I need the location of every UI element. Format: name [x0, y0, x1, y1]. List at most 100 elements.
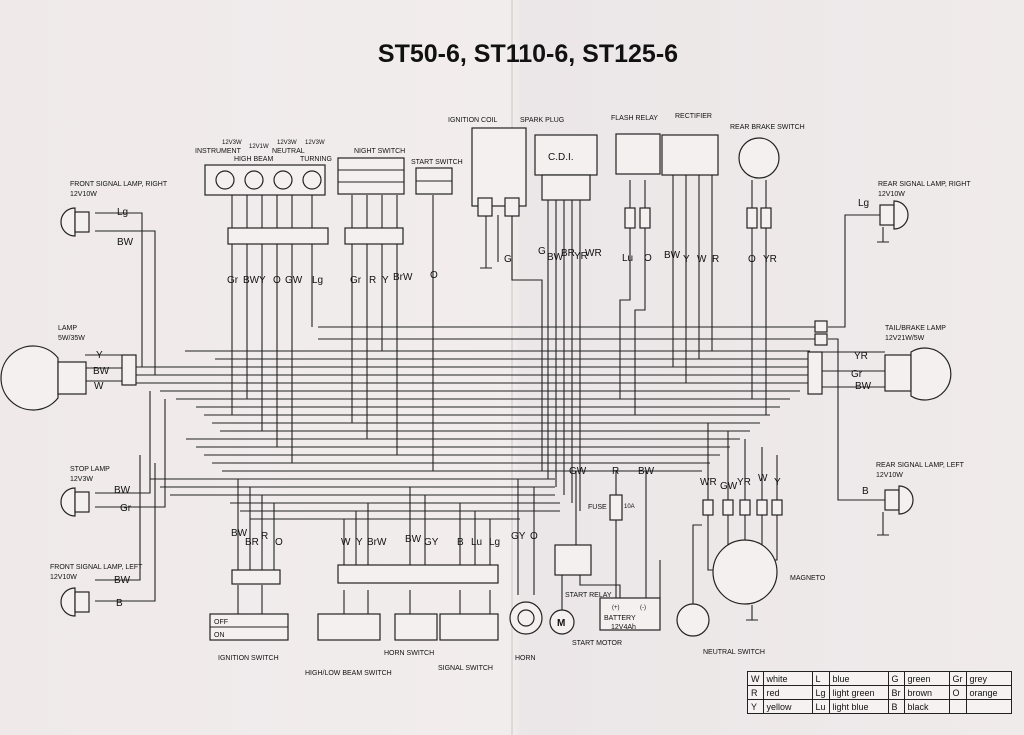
neutral-switch-label: NEUTRAL SWITCH	[703, 649, 765, 656]
components: M	[0, 127, 952, 641]
tail-brake-rating: 12V21W/5W	[885, 335, 925, 342]
stop-lamp-rating: 12V3W	[70, 476, 93, 483]
wire-label: YR	[737, 477, 751, 488]
brake-connector-b	[760, 207, 772, 229]
front-signal-right-rating: 12V10W	[70, 191, 97, 198]
rear-brake-switch	[738, 137, 780, 179]
lamp-label: LAMP	[58, 325, 77, 332]
flash-relay-connector-b	[639, 207, 651, 229]
signal-switch	[439, 613, 499, 641]
wire-label: W	[94, 381, 104, 392]
rear-signal-lamp-right	[879, 200, 909, 230]
cdi-label: C.D.I.	[548, 152, 574, 163]
wire-harness	[85, 175, 889, 621]
wire-label: O	[430, 270, 438, 281]
wire-label: Y	[774, 477, 781, 488]
legend-code: Y	[747, 699, 764, 714]
wire-label: O	[644, 253, 652, 264]
wire-label: BW	[117, 237, 134, 248]
legend-code: G	[887, 671, 905, 686]
neutral-switch	[676, 603, 710, 637]
legend-code: L	[811, 671, 830, 686]
ignition-switch-label: IGNITION SWITCH	[218, 655, 279, 662]
handlebar-connector	[337, 564, 499, 584]
legend-color: light blue	[828, 699, 889, 714]
high-low-beam-switch	[317, 613, 381, 641]
brake-connector-a	[746, 207, 758, 229]
legend-code: Lu	[811, 699, 830, 714]
rear-signal-lamp-left	[884, 485, 914, 515]
wire-label: Gr	[350, 275, 362, 286]
wire-label: BW	[114, 575, 131, 586]
legend-code: Lg	[811, 685, 830, 700]
fuse-label: FUSE	[588, 504, 607, 511]
front-signal-left-label: FRONT SIGNAL LAMP, LEFT	[50, 564, 143, 571]
spark-plug-label: SPARK PLUG	[520, 117, 564, 124]
start-motor-symbol: M	[557, 618, 565, 629]
neutral-rating: 12V3W	[277, 140, 297, 146]
wire-label: YR	[574, 251, 588, 262]
legend-color: yellow	[762, 699, 813, 714]
wire-label: Y	[356, 537, 363, 548]
wire-label: W	[341, 537, 351, 548]
diagram-title: ST50-6, ST110-6, ST125-6	[378, 40, 678, 68]
front-signal-lamp-left	[60, 587, 90, 617]
wire-label: WR	[700, 477, 717, 488]
start-motor	[549, 609, 575, 635]
wire-label: BW	[243, 275, 260, 286]
wire-label: O	[748, 254, 756, 265]
wire-label: BR	[561, 248, 575, 259]
magneto	[702, 499, 783, 605]
ignition-coil-label: IGNITION COIL	[448, 117, 498, 124]
turning-rating: 12V3W	[305, 140, 325, 146]
wire-label: Lu	[622, 253, 633, 264]
ignition-switch	[209, 569, 289, 641]
start-switch	[415, 167, 453, 195]
legend-color: grey	[965, 671, 1012, 686]
high-beam-rating: 12V1W	[249, 144, 269, 150]
wire-label: BW	[664, 250, 681, 261]
wire-label: Y	[96, 350, 103, 361]
legend-code: Gr	[948, 671, 967, 686]
wire-label: BW	[855, 381, 872, 392]
signal-switch-label: SIGNAL SWITCH	[438, 665, 493, 672]
wire-label: B	[457, 537, 464, 548]
rear-signal-left-label: REAR SIGNAL LAMP, LEFT	[876, 462, 965, 469]
wire-label: G	[538, 246, 546, 257]
rectifier	[661, 134, 719, 176]
flash-relay-connector-a	[624, 207, 636, 229]
start-motor-label: START MOTOR	[572, 640, 622, 647]
rear-signal-right-label: REAR SIGNAL LAMP, RIGHT	[878, 181, 971, 188]
legend-color: red	[762, 685, 813, 700]
wire-label: Lg	[489, 537, 500, 548]
wire-label: BW	[114, 485, 131, 496]
wire-label: GY	[424, 537, 439, 548]
wire-label: Gr	[851, 369, 863, 380]
wire-label: O	[273, 275, 281, 286]
start-relay-label: START RELAY	[565, 592, 612, 599]
wire-label: GW	[720, 481, 738, 492]
wire-label: B	[116, 598, 123, 609]
high-beam-label: HIGH BEAM	[234, 156, 273, 163]
wire-label: BW	[547, 252, 564, 263]
wire-label: BW	[231, 528, 248, 539]
wire-label: BW	[405, 534, 422, 545]
legend-color	[965, 699, 1012, 714]
wire-label: W	[758, 473, 768, 484]
wire-label: Gr	[227, 275, 239, 286]
front-signal-left-rating: 12V10W	[50, 574, 77, 581]
wire-label: Y	[259, 275, 266, 286]
wire-label: R	[712, 254, 719, 265]
lamp-rating: 5W/35W	[58, 335, 85, 342]
wire-label: O	[530, 531, 538, 542]
start-relay	[554, 544, 592, 576]
stop-lamp-label: STOP LAMP	[70, 466, 110, 473]
battery-label: BATTERY	[604, 615, 636, 622]
battery-minus: (-)	[640, 605, 646, 611]
magneto-label: MAGNETO	[790, 575, 826, 582]
legend-code: O	[948, 685, 967, 700]
wire-label: BR	[245, 537, 259, 548]
